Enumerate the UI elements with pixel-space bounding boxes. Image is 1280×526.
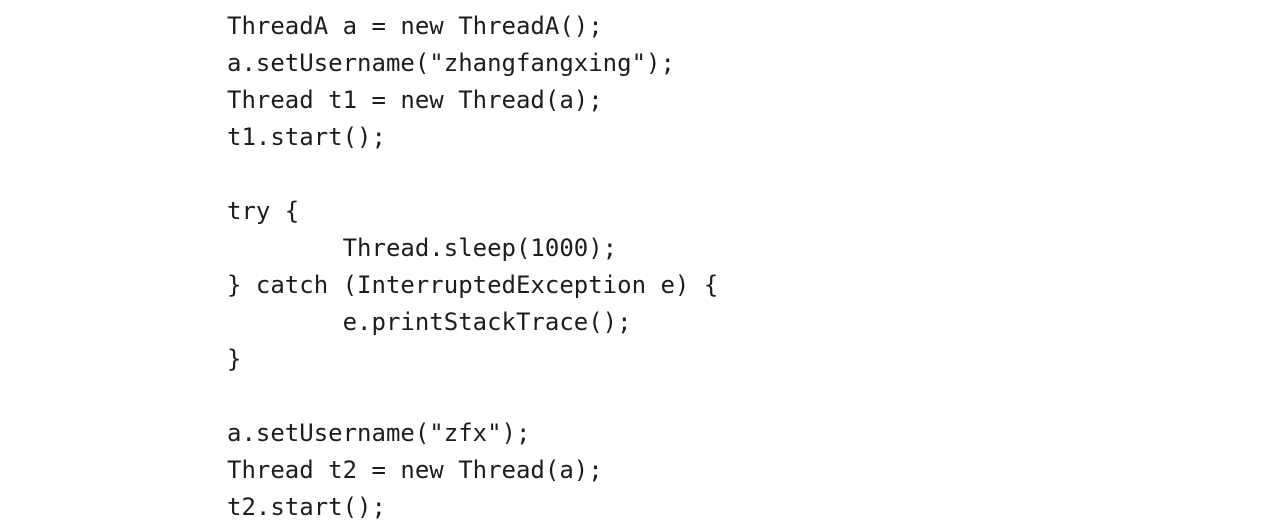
code-line-blank: [227, 156, 1280, 193]
code-line: a.setUsername("zhangfangxing");: [227, 49, 675, 77]
code-line: Thread t1 = new Thread(a);: [227, 86, 603, 114]
code-line: Thread t2 = new Thread(a);: [227, 456, 603, 484]
code-line: a.setUsername("zfx");: [227, 419, 531, 447]
code-line-blank: [227, 378, 1280, 415]
code-line: } catch (InterruptedException e) {: [227, 271, 719, 299]
code-line: Thread.sleep(1000);: [227, 234, 618, 262]
code-line: t2.start();: [227, 493, 386, 521]
code-line: ThreadA a = new ThreadA();: [227, 12, 603, 40]
code-line: t1.start();: [227, 123, 386, 151]
code-line: }: [227, 345, 242, 373]
code-line: try {: [227, 197, 300, 225]
code-line: e.printStackTrace();: [227, 308, 632, 336]
